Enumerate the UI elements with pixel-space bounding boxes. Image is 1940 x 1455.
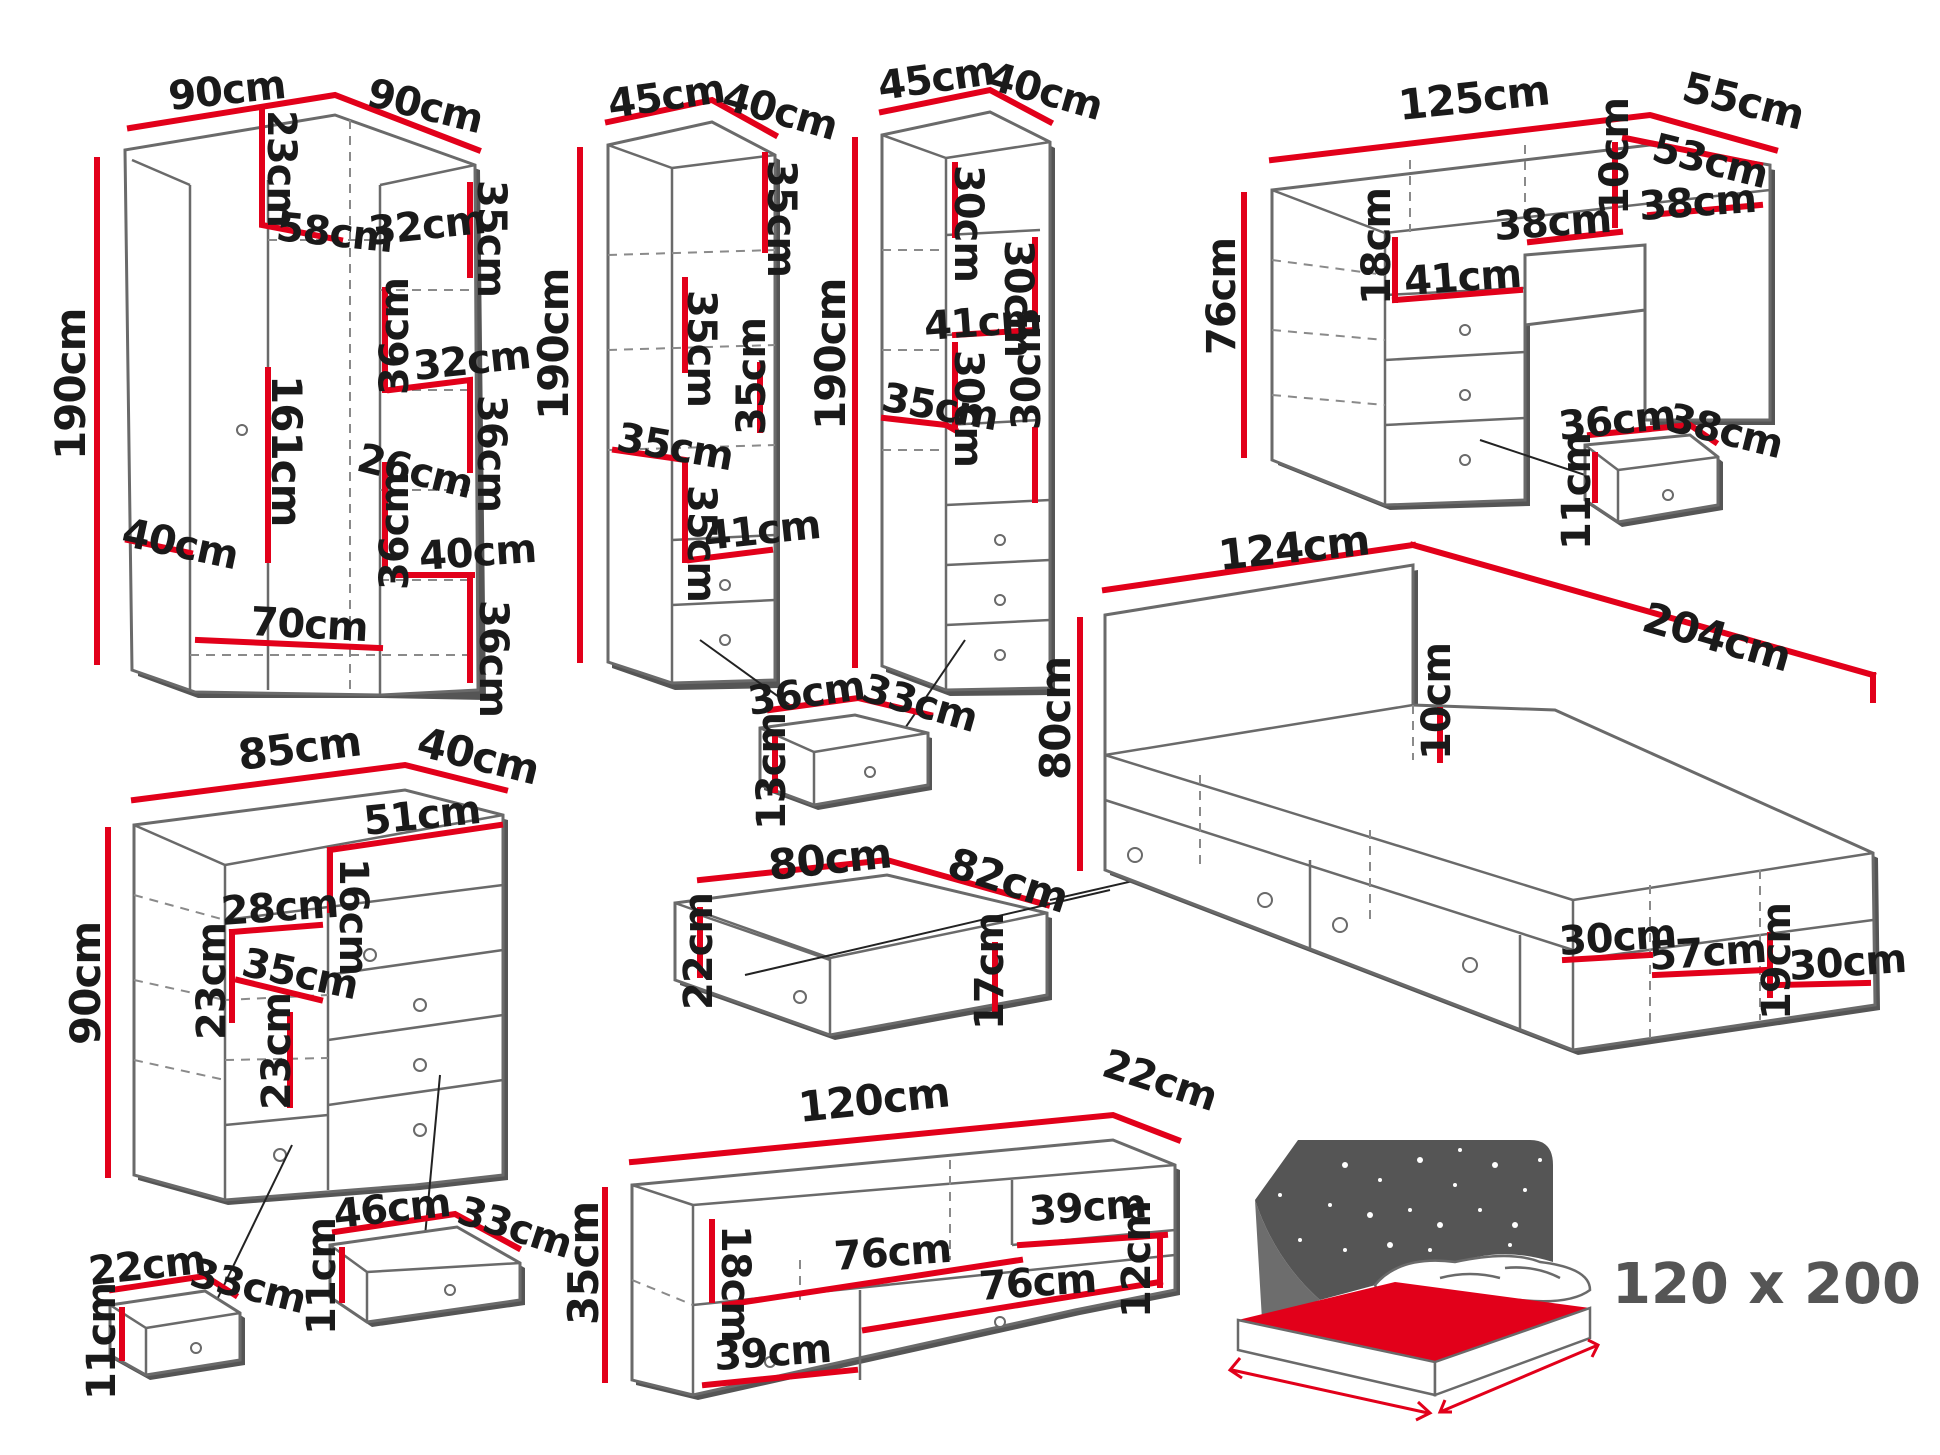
tv-unit-height: 35cm <box>559 1202 608 1325</box>
bookcase-b-shelf-3: 30cm <box>945 350 991 467</box>
desk-side-h: 18cm <box>1354 188 1400 305</box>
tv-unit-box-w: 39cm <box>712 1326 832 1380</box>
tv-unit-drawer-w: 39cm <box>1027 1181 1147 1235</box>
wardrobe-shelf-h2: 36cm <box>468 395 514 512</box>
dresser-drawer-height: 11cm <box>299 1218 345 1335</box>
bed-drawer-w2: 30cm <box>1787 936 1907 990</box>
bookcase-a-shelf-4: 35cm <box>678 485 724 602</box>
desk-top-h: 10cm <box>1592 98 1638 215</box>
bookcase-b-shelf-1: 30cm <box>945 165 991 282</box>
bed-width: 124cm <box>1216 515 1372 580</box>
dresser-shelf-w: 28cm <box>219 881 339 935</box>
bed-height: 80cm <box>1031 657 1080 780</box>
wardrobe-shelf-h1: 36cm <box>372 278 418 395</box>
night-sky-icon <box>1255 1140 1553 1300</box>
desk-shelf-w: 41cm <box>1402 251 1522 305</box>
desk-drawer-height: 11cm <box>1554 433 1600 550</box>
tv-unit: 120cm 22cm 35cm 18cm 76cm 39cm 76cm 12cm… <box>559 1041 1222 1400</box>
big-drawer: 80cm 82cm 22cm 17cm <box>673 828 1191 1040</box>
small-drawer: 22cm 33cm 11cm <box>79 1237 310 1400</box>
bookcase-a-height: 190cm <box>529 269 578 420</box>
bookcase-b-height: 190cm <box>806 279 855 430</box>
tv-unit-drawer-h: 12cm <box>1114 1201 1160 1318</box>
big-drawer-height-a: 22cm <box>676 893 722 1010</box>
desk: 125cm 55cm 76cm 53cm 10cm 38cm 38cm 18cm… <box>1199 62 1809 510</box>
bed-drawer-len: 57cm <box>1647 926 1767 980</box>
mattress-size: 120 x 200 <box>1612 1252 1921 1317</box>
bed-rail-h: 10cm <box>1414 643 1460 760</box>
bookcase-a-shelf-2: 35cm <box>678 290 724 407</box>
desk-drawer-w: 38cm <box>1492 196 1612 250</box>
bookcase-b-shelf-w: 41cm <box>922 296 1042 350</box>
bookcase-a-shelf-3: 35cm <box>729 318 775 435</box>
wardrobe-top-shelf-h: 35cm <box>468 180 514 297</box>
mattress-icon: 120 x 200 <box>1227 1140 1921 1422</box>
desk-drawer: 36cm 38cm 11cm <box>1554 392 1787 550</box>
bed-length: 204cm <box>1637 593 1796 682</box>
bookcase-b-width: 45cm <box>875 48 997 110</box>
bookcase-b-shelf-4: 30cm <box>1004 313 1050 430</box>
bookcase-b: 45cm 40cm 190cm 30cm 30cm 41cm 30cm 35cm… <box>806 48 1107 766</box>
tall-drawer-height: 13cm <box>749 713 795 830</box>
desk-width: 125cm <box>1396 65 1552 130</box>
tv-unit-drawer-w2: 76cm <box>977 1256 1097 1310</box>
wardrobe-bottom-w: 70cm <box>249 599 368 651</box>
bookcase-a: 45cm 40cm 190cm 35cm 35cm 35cm 35cm 35cm… <box>529 66 842 706</box>
bed-drawer-h: 19cm <box>1754 903 1800 1020</box>
bookcase-a-width: 45cm <box>605 66 727 128</box>
stars-icon <box>1278 1148 1542 1252</box>
bookcase-b-shelf-2: 30cm <box>995 240 1041 357</box>
dresser-shelf-h2: 23cm <box>254 993 300 1110</box>
bed: 124cm 204cm 80cm 10cm 30cm 57cm 19cm 30c… <box>1031 515 1907 1055</box>
tv-unit-shelf-h: 18cm <box>712 1225 758 1342</box>
dresser-height: 90cm <box>61 922 110 1045</box>
desk-opening-w: 38cm <box>1637 176 1757 230</box>
tv-unit-depth: 22cm <box>1097 1041 1223 1121</box>
small-drawer-height: 11cm <box>79 1283 125 1400</box>
big-drawer-height-b: 17cm <box>967 913 1013 1030</box>
wardrobe-height: 190cm <box>46 309 95 460</box>
dresser: 85cm 40cm 90cm 51cm 16cm 28cm 23cm 35cm … <box>61 716 544 1346</box>
dresser-shelf-h: 23cm <box>189 923 235 1040</box>
wardrobe-shelf-w5: 40cm <box>417 526 537 580</box>
bed-drawer-w: 30cm <box>1557 911 1677 965</box>
wardrobe-shelf-h3: 36cm <box>372 473 418 590</box>
tall-drawer: 36cm 33cm 13cm <box>745 663 982 830</box>
wardrobe-shelf-h4: 36cm <box>470 600 516 717</box>
corner-wardrobe: 90cm 90cm 190cm 23cm 58cm 32cm 35cm 161c… <box>46 62 537 717</box>
wardrobe-top-inner: 23cm <box>258 110 304 227</box>
dresser-drawer: 46cm 33cm 11cm <box>299 1180 577 1335</box>
wardrobe-rod-h: 161cm <box>262 375 311 526</box>
dresser-top-drawer-h: 16cm <box>330 858 376 975</box>
tv-unit-width: 120cm <box>796 1067 952 1132</box>
tv-unit-shelf-w: 76cm <box>832 1226 952 1280</box>
bookcase-a-shelf-1: 35cm <box>758 160 804 277</box>
desk-height: 76cm <box>1199 238 1245 355</box>
